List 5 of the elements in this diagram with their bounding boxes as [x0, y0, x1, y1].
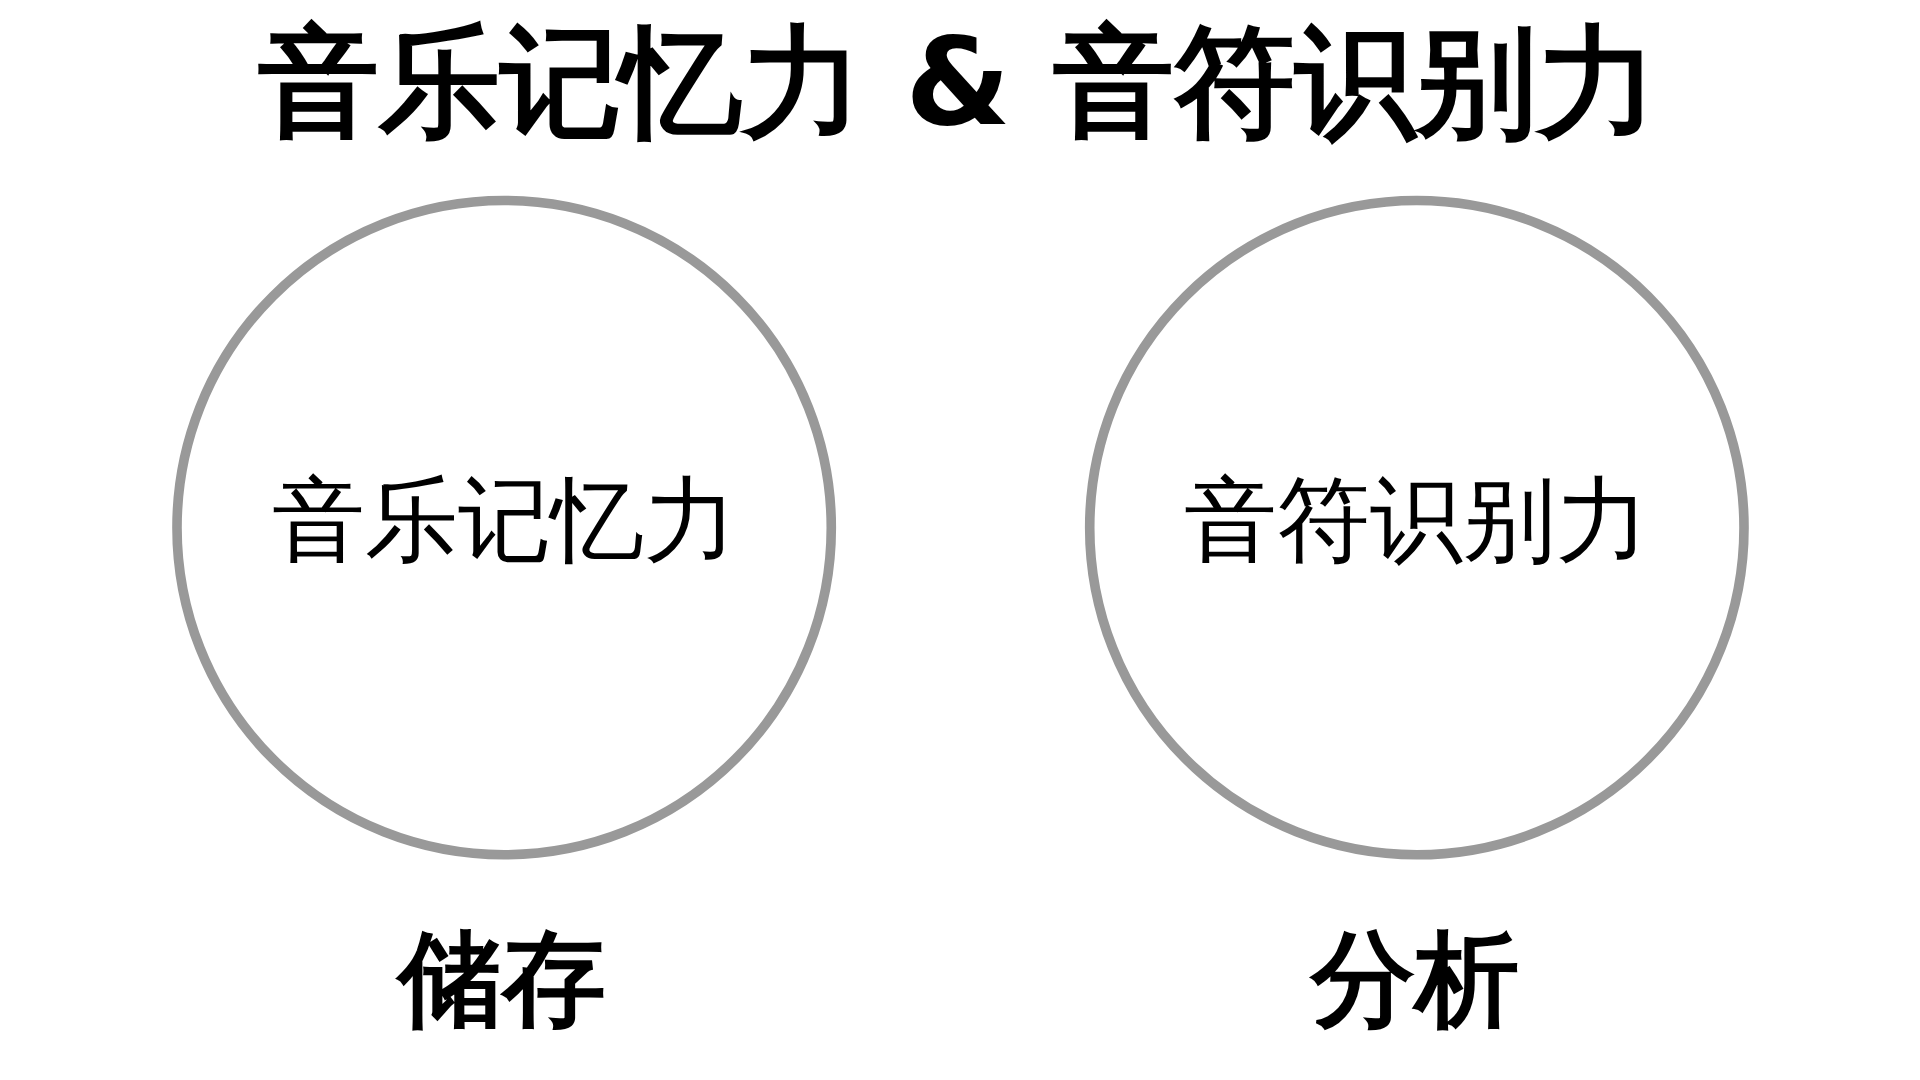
- diagram-title: 音乐记忆力 & 音符识别力: [257, 12, 1658, 154]
- node-circle: 音乐记忆力: [171, 195, 836, 860]
- node-circle: 音符识别力: [1084, 195, 1749, 860]
- node-label: 储存: [397, 918, 606, 1041]
- node-label: 分析: [1310, 918, 1519, 1041]
